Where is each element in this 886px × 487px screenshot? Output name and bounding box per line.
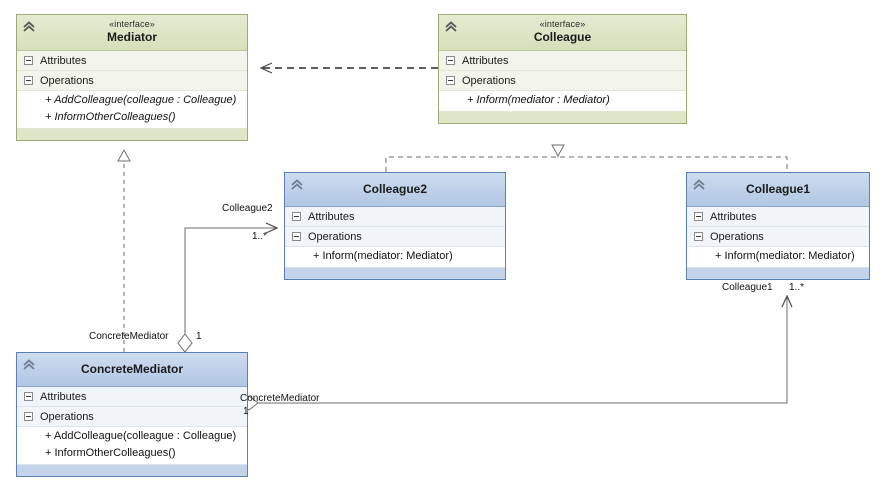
compartment-label-operations: Operations xyxy=(710,231,764,243)
class-box-concretemediator[interactable]: ConcreteMediator Attributes Operations +… xyxy=(16,352,248,477)
chevron-up-icon[interactable] xyxy=(22,358,36,372)
class-header-mediator: «interface» Mediator xyxy=(17,15,247,51)
expander-minus-icon[interactable] xyxy=(694,212,703,221)
member-list-colleague1-operations: + Inform(mediator: Mediator) xyxy=(687,247,869,268)
class-box-colleague[interactable]: «interface» Colleague Attributes Operati… xyxy=(438,14,687,124)
edge-label-colleague1-role: Colleague1 xyxy=(722,282,773,293)
edge-label-concretemediator-multiplicity-top: 1 xyxy=(196,331,202,342)
expander-minus-icon[interactable] xyxy=(446,56,455,65)
class-box-colleague2[interactable]: Colleague2 Attributes Operations + Infor… xyxy=(284,172,506,280)
compartment-label-attributes: Attributes xyxy=(40,55,87,67)
expander-minus-icon[interactable] xyxy=(24,76,33,85)
compartment-label-attributes: Attributes xyxy=(308,211,355,223)
edge-label-concretemediator-role-top: ConcreteMediator xyxy=(89,331,169,342)
edge-label-concretemediator-multiplicity-bottom: 1 xyxy=(243,406,249,417)
member-list-mediator-operations: + AddColleague(colleague : Colleague) + … xyxy=(17,91,247,129)
member-item: + Inform(mediator: Mediator) xyxy=(313,250,453,262)
class-name-mediator: Mediator xyxy=(106,30,157,44)
member-item: + AddColleague(colleague : Colleague) xyxy=(45,94,237,106)
class-box-mediator[interactable]: «interface» Mediator Attributes Operatio… xyxy=(16,14,248,141)
member-item: + InformOtherColleagues() xyxy=(45,447,176,459)
compartment-attributes-colleague[interactable]: Attributes xyxy=(439,51,686,71)
edge-aggregation-concretemediator-to-colleague2[interactable] xyxy=(177,228,277,353)
expander-minus-icon[interactable] xyxy=(292,232,301,241)
compartment-label-operations: Operations xyxy=(462,75,516,87)
member-list-concretemediator-operations: + AddColleague(colleague : Colleague) + … xyxy=(17,427,247,465)
member-item: + AddColleague(colleague : Colleague) xyxy=(45,430,237,442)
compartment-attributes-colleague1[interactable]: Attributes xyxy=(687,207,869,227)
member-list-colleague-operations: + Inform(mediator : Mediator) xyxy=(439,91,686,112)
class-name-colleague: Colleague xyxy=(533,30,592,44)
class-footer-colleague2 xyxy=(285,268,505,279)
class-name-concretemediator: ConcreteMediator xyxy=(80,362,184,376)
expander-minus-icon[interactable] xyxy=(694,232,703,241)
edge-realization-colleagues-to-colleague[interactable] xyxy=(385,144,788,172)
compartment-operations-colleague2[interactable]: Operations xyxy=(285,227,505,247)
expander-minus-icon[interactable] xyxy=(292,212,301,221)
edge-label-colleague2-multiplicity: 1..* xyxy=(252,231,268,242)
chevron-up-icon[interactable] xyxy=(22,20,36,34)
compartment-attributes-colleague2[interactable]: Attributes xyxy=(285,207,505,227)
expander-minus-icon[interactable] xyxy=(446,76,455,85)
compartment-operations-colleague1[interactable]: Operations xyxy=(687,227,869,247)
edge-label-colleague1-multiplicity: 1..* xyxy=(789,282,805,293)
compartment-label-operations: Operations xyxy=(308,231,362,243)
class-footer-colleague xyxy=(439,112,686,123)
expander-minus-icon[interactable] xyxy=(24,56,33,65)
compartment-label-operations: Operations xyxy=(40,75,94,87)
class-box-colleague1[interactable]: Colleague1 Attributes Operations + Infor… xyxy=(686,172,870,280)
class-stereotype-mediator: «interface» xyxy=(109,19,155,29)
member-item: + Inform(mediator: Mediator) xyxy=(715,250,855,262)
member-list-colleague2-operations: + Inform(mediator: Mediator) xyxy=(285,247,505,268)
class-footer-concretemediator xyxy=(17,465,247,476)
class-footer-mediator xyxy=(17,129,247,140)
compartment-label-attributes: Attributes xyxy=(40,391,87,403)
class-header-colleague: «interface» Colleague xyxy=(439,15,686,51)
class-footer-colleague1 xyxy=(687,268,869,279)
expander-minus-icon[interactable] xyxy=(24,412,33,421)
compartment-attributes-mediator[interactable]: Attributes xyxy=(17,51,247,71)
class-stereotype-colleague: «interface» xyxy=(539,19,586,29)
edge-aggregation-concretemediator-to-colleague1[interactable] xyxy=(239,296,787,411)
compartment-operations-colleague[interactable]: Operations xyxy=(439,71,686,91)
expander-minus-icon[interactable] xyxy=(24,392,33,401)
edge-label-concretemediator-role-bottom: ConcreteMediator xyxy=(240,393,320,404)
compartment-label-operations: Operations xyxy=(40,411,94,423)
compartment-attributes-concretemediator[interactable]: Attributes xyxy=(17,387,247,407)
compartment-label-attributes: Attributes xyxy=(710,211,757,223)
chevron-up-icon[interactable] xyxy=(444,20,458,34)
class-header-colleague2: Colleague2 xyxy=(285,173,505,207)
class-header-concretemediator: ConcreteMediator xyxy=(17,353,247,387)
chevron-up-icon[interactable] xyxy=(290,178,304,192)
edge-label-colleague2-role: Colleague2 xyxy=(222,203,273,214)
chevron-up-icon[interactable] xyxy=(692,178,706,192)
member-item: + InformOtherColleagues() xyxy=(45,111,176,123)
compartment-operations-concretemediator[interactable]: Operations xyxy=(17,407,247,427)
compartment-label-attributes: Attributes xyxy=(462,55,509,67)
compartment-operations-mediator[interactable]: Operations xyxy=(17,71,247,91)
member-item: + Inform(mediator : Mediator) xyxy=(467,94,610,106)
class-name-colleague2: Colleague2 xyxy=(362,182,428,196)
class-name-colleague1: Colleague1 xyxy=(745,182,811,196)
class-header-colleague1: Colleague1 xyxy=(687,173,869,207)
